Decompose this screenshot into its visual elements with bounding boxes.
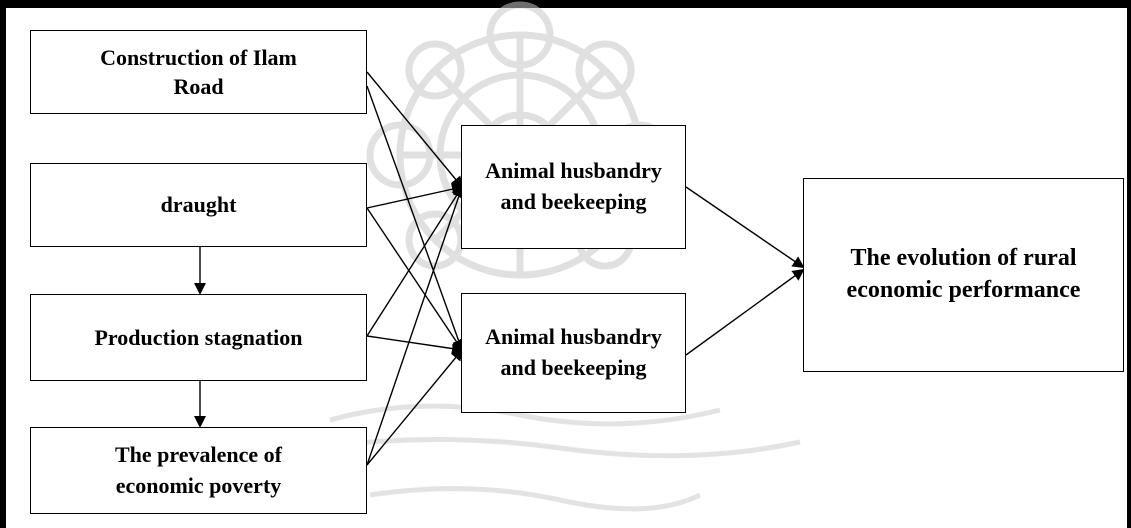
node-animal-husbandry-lower: Animal husbandry and beekeeping: [461, 293, 686, 413]
node-label: draught: [160, 192, 237, 217]
edge-stagnation-to-husbandry-1: [366, 185, 464, 337]
frame-top-border: [0, 0, 1131, 8]
node-label: Animal husbandry and beekeeping: [485, 158, 662, 214]
node-label: Production stagnation: [94, 324, 303, 350]
node-production-stagnation: Production stagnation: [30, 294, 367, 381]
node-label: The prevalence of economic poverty: [114, 441, 282, 498]
frame-left-border: [0, 0, 6, 528]
edge-poverty-to-husbandry-1: [366, 185, 465, 466]
node-draught: draught: [30, 163, 367, 247]
edge-draught-to-husbandry-2: [366, 207, 464, 352]
edge-stagnation-to-husbandry-2: [366, 335, 464, 355]
edge-husbandry-1-to-evolution: [685, 186, 805, 269]
edge-husbandry-2-to-evolution: [685, 268, 805, 356]
node-label: Construction of Ilam Road: [100, 44, 297, 99]
edge-draught-to-husbandry-1: [366, 183, 464, 209]
node-label: Animal husbandry and beekeeping: [485, 324, 662, 380]
frame-right-border: [1127, 0, 1131, 528]
node-label: The evolution of rural economic performa…: [846, 245, 1081, 303]
node-construction-of-ilam-road: Construction of Ilam Road: [30, 30, 367, 114]
node-prevalence-of-economic-poverty: The prevalence of economic poverty: [30, 427, 367, 514]
edge-poverty-to-husbandry-2: [366, 348, 464, 466]
node-animal-husbandry-upper: Animal husbandry and beekeeping: [461, 125, 686, 249]
node-evolution-of-rural-economic-performance: The evolution of rural economic performa…: [803, 178, 1124, 372]
edge-construction-to-husbandry-2: [366, 85, 465, 352]
edge-construction-to-husbandry-1: [366, 71, 464, 189]
